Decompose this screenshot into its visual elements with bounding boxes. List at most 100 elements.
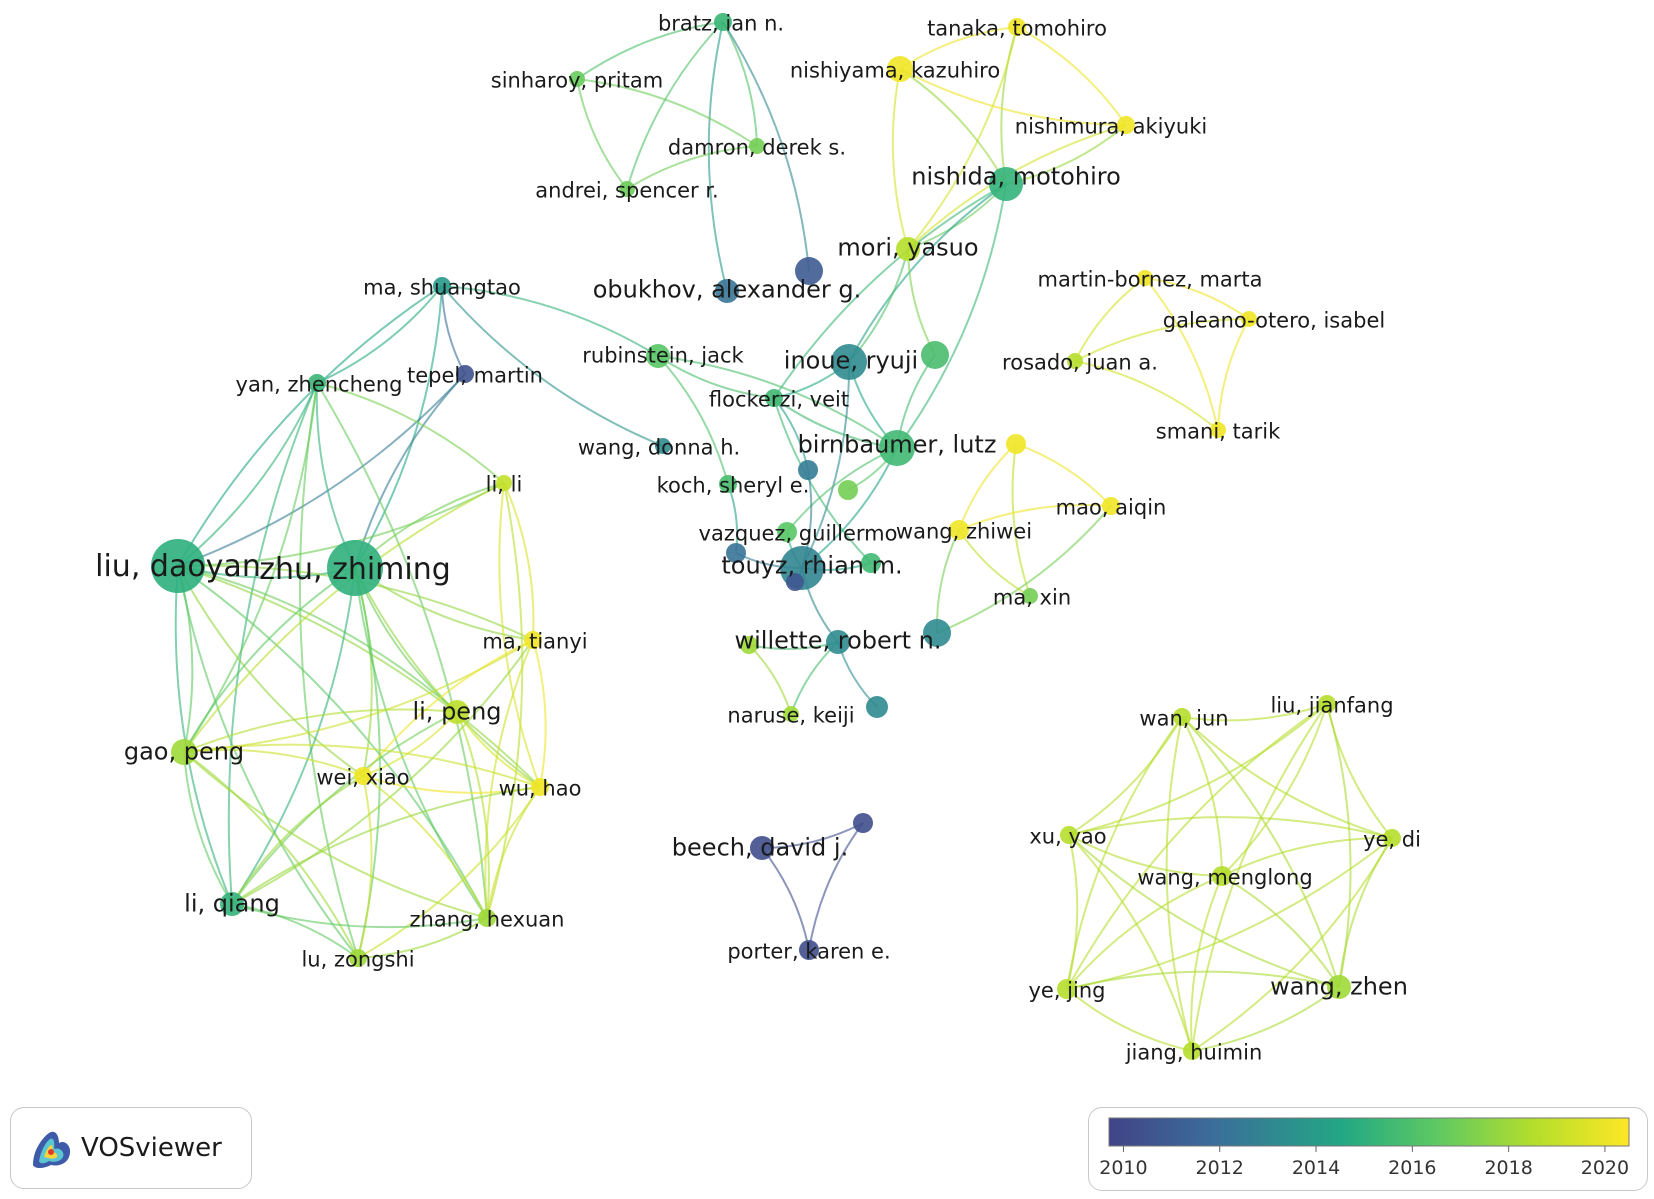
link-liujianfang-yejing [1066, 703, 1328, 990]
node-inoue[interactable] [831, 344, 867, 380]
node-koch[interactable] [719, 475, 737, 493]
link-wanjun-yedi [1181, 716, 1393, 839]
node-matianyi[interactable] [524, 631, 542, 649]
node-wuhao[interactable] [531, 778, 549, 796]
node-zhuzhiming[interactable] [327, 540, 383, 596]
node-lipeng[interactable] [445, 700, 469, 724]
node-birnbaumer[interactable] [879, 430, 915, 466]
node-wangdonna[interactable] [655, 438, 671, 454]
link-andrei-damron [626, 145, 758, 190]
node-martinb[interactable] [1137, 270, 1153, 286]
node-nishimura[interactable] [1117, 116, 1135, 134]
link-beechB-porter [808, 822, 864, 951]
node-lili[interactable] [496, 475, 512, 491]
node-green1[interactable] [838, 480, 858, 500]
node-vazquez[interactable] [777, 522, 797, 542]
node-mashuang[interactable] [433, 277, 451, 295]
node-wangmenglong[interactable] [1212, 866, 1232, 886]
link-yejing-jianghuimin [1066, 988, 1193, 1052]
link-gaopeng-luzongshi [183, 751, 359, 959]
node-birnY[interactable] [1006, 434, 1026, 454]
node-willC[interactable] [923, 619, 951, 647]
node-touyzB[interactable] [861, 553, 881, 573]
node-willette[interactable] [826, 630, 850, 654]
node-liudaoyan[interactable] [151, 539, 205, 593]
node-xuyao[interactable] [1060, 826, 1078, 844]
node-label-porter: porter, karen e. [727, 940, 890, 964]
node-liujianfang[interactable] [1318, 695, 1336, 713]
node-label-zhuzhiming: zhu, zhiming [259, 552, 451, 587]
node-touyzC[interactable] [786, 573, 804, 591]
node-bratz[interactable] [714, 13, 732, 31]
node-label-bratz: bratz, ian n. [658, 12, 784, 36]
node-porter[interactable] [799, 940, 819, 960]
link-wangzhen-jianghuimin [1191, 986, 1340, 1052]
node-touyzA[interactable] [726, 543, 746, 563]
node-gaopeng[interactable] [171, 739, 197, 765]
link-tanaka-nishida [1000, 26, 1018, 185]
node-beech[interactable] [750, 836, 774, 860]
link-xuyao-jianghuimin [1068, 834, 1193, 1052]
node-nishiyama[interactable] [887, 56, 913, 82]
node-beechB[interactable] [853, 813, 873, 833]
node-maoaiqin[interactable] [1102, 497, 1120, 515]
link-weixiao-luzongshi [357, 775, 373, 959]
node-tanaka[interactable] [1008, 18, 1026, 36]
node-damron[interactable] [749, 138, 765, 154]
link-weixiao-zhanghexuan [362, 775, 488, 919]
node-andrei[interactable] [619, 181, 635, 197]
link-zhuzhiming-zhanghexuan [354, 567, 488, 919]
link-yedi-wangmenglong [1221, 836, 1393, 877]
link-wanjun-liujianfang [1181, 703, 1328, 722]
node-label-inoue: inoue, ryuji [784, 347, 918, 375]
node-label-yejing: ye, jing [1028, 979, 1105, 1003]
node-label-matianyi: ma, tianyi [482, 630, 587, 654]
scale-tick-label-2010: 2010 [1099, 1157, 1147, 1179]
node-jianghuimin[interactable] [1183, 1042, 1201, 1060]
node-naruse[interactable] [783, 706, 799, 722]
node-smani[interactable] [1210, 422, 1226, 438]
node-label-xuyao: xu, yao [1029, 825, 1106, 849]
node-liqiang[interactable] [220, 892, 244, 916]
link-nishida-flockerzi [773, 183, 1007, 399]
node-wanjun[interactable] [1173, 708, 1191, 726]
node-obuk2[interactable] [795, 257, 823, 285]
node-galeano[interactable] [1241, 311, 1257, 327]
node-wangzhen[interactable] [1327, 975, 1351, 999]
link-galeano-smani [1217, 318, 1250, 431]
node-rosado[interactable] [1067, 353, 1083, 369]
node-sinharoy[interactable] [569, 71, 585, 87]
node-nishida[interactable] [989, 167, 1023, 201]
node-label-tanaka: tanaka, tomohiro [927, 17, 1107, 41]
node-rubinstein[interactable] [646, 344, 670, 368]
node-maxin[interactable] [1022, 588, 1038, 604]
node-tepel[interactable] [456, 365, 474, 383]
link-yedi-jianghuimin [1191, 837, 1393, 1052]
node-wangzhiwei[interactable] [949, 520, 969, 540]
node-obukhov[interactable] [715, 279, 739, 303]
node-willA[interactable] [740, 636, 758, 654]
node-flockerzi[interactable] [765, 389, 783, 407]
node-zhanghexuan[interactable] [478, 909, 496, 927]
node-label-flockerzi: flockerzi, veit [709, 388, 849, 412]
node-label-andrei: andrei, spencer r. [535, 179, 718, 203]
node-yanzh[interactable] [308, 374, 326, 392]
link-xuyao-wangmenglong [1068, 834, 1223, 877]
node-label-nishimura: nishimura, akiyuki [1015, 115, 1207, 139]
node-luzongshi[interactable] [349, 949, 367, 967]
node-willB[interactable] [866, 696, 888, 718]
link-mashuang-tepel [441, 285, 466, 375]
node-blue1[interactable] [798, 460, 818, 480]
node-yedi[interactable] [1383, 829, 1401, 847]
node-mori[interactable] [896, 237, 920, 261]
node-yejing[interactable] [1057, 979, 1077, 999]
vosviewer-logo-text: VOSviewer [81, 1133, 222, 1163]
node-weixiao[interactable] [354, 767, 372, 785]
link-beech-porter [761, 847, 810, 951]
link-martinb-smani [1144, 277, 1219, 431]
node-inoue2[interactable] [921, 341, 949, 369]
link-rubinstein-birnbaumer [657, 355, 898, 449]
link-gaopeng-wuhao [183, 743, 541, 788]
link-gaopeng-zhanghexuan [183, 751, 488, 919]
